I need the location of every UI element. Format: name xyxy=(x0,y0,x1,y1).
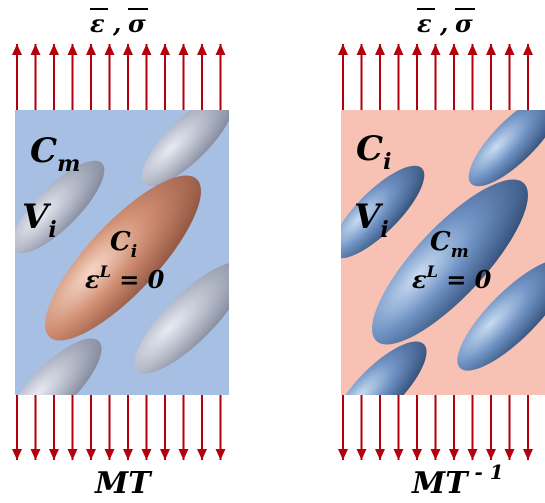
inclusion xyxy=(341,165,425,259)
arrow-head xyxy=(49,449,59,460)
inclusion xyxy=(141,110,229,187)
panel-mt: ε ,σ Cm Vi Ci εL = 0 MT xyxy=(12,8,229,501)
arrow-head xyxy=(467,44,478,55)
arrow-head xyxy=(104,44,115,55)
arrow-head xyxy=(338,449,348,460)
arrow-head xyxy=(178,44,189,55)
arrow-head xyxy=(12,449,22,460)
volume-fraction-label: Vi xyxy=(354,197,389,243)
arrow-head xyxy=(30,449,41,460)
arrow-head xyxy=(523,449,533,460)
arrow-head xyxy=(197,449,207,460)
arrow-head xyxy=(504,449,515,460)
arrow-head xyxy=(375,449,385,460)
center-inclusion xyxy=(372,179,528,345)
arrow-head xyxy=(504,44,515,55)
arrow-head xyxy=(30,44,41,55)
top-stress-strain-label: ε ,σ xyxy=(417,9,473,38)
arrow-head xyxy=(104,449,115,460)
arrow-head xyxy=(160,449,170,460)
arrow-head xyxy=(430,449,441,460)
arrow-head xyxy=(449,44,459,55)
arrow-head xyxy=(467,449,478,460)
arrow-head xyxy=(67,44,78,55)
inclusion xyxy=(341,341,427,395)
arrow-head xyxy=(393,44,404,55)
center-inclusion xyxy=(45,175,201,341)
arrow-head xyxy=(449,449,459,460)
arrow-head xyxy=(356,44,367,55)
arrow-head xyxy=(197,44,207,55)
arrow-head xyxy=(486,44,496,55)
arrow-head xyxy=(160,44,170,55)
tension-arrows-bottom xyxy=(12,395,226,460)
inclusion xyxy=(15,338,102,395)
arrow-head xyxy=(338,44,348,55)
tension-arrows-top xyxy=(338,44,533,110)
inclusion-stiffness-label: Ci xyxy=(110,227,137,262)
arrow-head xyxy=(215,449,226,460)
arrow-head xyxy=(123,449,133,460)
inclusion xyxy=(457,259,545,371)
arrow-head xyxy=(430,44,441,55)
local-strain-label: εL = 0 xyxy=(412,262,492,294)
inclusion xyxy=(15,160,105,254)
arrow-head xyxy=(356,449,367,460)
arrow-head xyxy=(375,44,385,55)
matrix-stiffness-label: Ci xyxy=(356,129,391,175)
arrow-head xyxy=(141,449,152,460)
top-stress-strain-label: ε ,σ xyxy=(90,9,146,38)
arrow-head xyxy=(141,44,152,55)
mt-scheme-label: MT xyxy=(94,466,153,501)
arrow-head xyxy=(86,44,96,55)
arrow-head xyxy=(523,44,533,55)
arrow-head xyxy=(178,449,189,460)
arrow-head xyxy=(12,44,22,55)
volume-fraction-label: Vi xyxy=(22,197,57,243)
arrow-head xyxy=(49,44,59,55)
inclusion-stiffness-label: Cm xyxy=(430,227,469,262)
tension-arrows-top xyxy=(12,44,226,110)
arrow-head xyxy=(86,449,96,460)
arrow-head xyxy=(123,44,133,55)
inclusion xyxy=(134,262,229,374)
local-strain-label: εL = 0 xyxy=(85,262,165,294)
arrow-head xyxy=(412,449,422,460)
panel-mt-inverse: ε ,σ Ci Vi Cm εL = 0 MT - 1 xyxy=(338,8,545,501)
arrow-head xyxy=(412,44,422,55)
arrow-head xyxy=(486,449,496,460)
arrow-head xyxy=(215,44,226,55)
inclusion xyxy=(468,110,545,187)
tension-arrows-bottom xyxy=(338,395,533,460)
mt-inverse-scheme-label: MT - 1 xyxy=(411,460,504,501)
arrow-head xyxy=(393,449,404,460)
matrix-stiffness-label: Cm xyxy=(30,131,80,177)
arrow-head xyxy=(67,449,78,460)
